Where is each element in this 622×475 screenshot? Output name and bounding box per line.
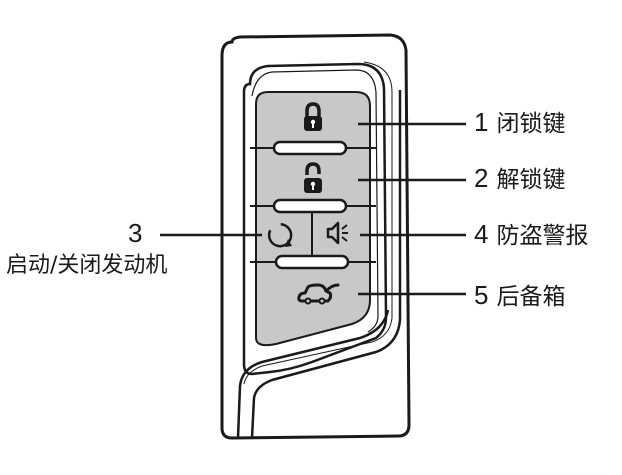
callout-4: 4 防盗警报	[474, 219, 588, 251]
callout-2: 2 解锁键	[474, 163, 565, 195]
callout-number: 5	[474, 280, 489, 310]
callout-text: 闭锁键	[496, 111, 566, 137]
callout-number: 4	[474, 219, 489, 249]
callout-3-text: 启动/关闭发动机	[6, 253, 168, 278]
callout-text: 后备箱	[496, 284, 566, 310]
callout-1: 1 闭锁键	[474, 107, 565, 139]
fob-lower-sweep	[243, 61, 393, 385]
divider-bar-3	[274, 254, 350, 270]
fob-lower-curve-outer	[236, 309, 390, 439]
callout-3-number: 3	[128, 218, 143, 248]
fob-inner-frame	[242, 62, 388, 376]
divider-bar-2	[272, 198, 348, 214]
callout-text: 防盗警报	[496, 223, 589, 249]
fob-lower-curve-inner	[250, 90, 402, 439]
callout-number: 1	[474, 107, 489, 137]
divider-bar-1	[272, 140, 348, 156]
fob-inner-frame-rim	[251, 69, 379, 333]
callout-5: 5 后备箱	[474, 280, 565, 312]
horn-speaker-icon[interactable]	[326, 221, 348, 245]
lock-closed-icon[interactable]	[304, 102, 322, 131]
lock-open-icon[interactable]	[304, 162, 322, 193]
fob-outer-shell	[220, 33, 411, 440]
callout-text: 解锁键	[496, 167, 566, 193]
power-cycle-icon[interactable]	[266, 222, 295, 251]
callout-number: 2	[474, 163, 489, 193]
car-trunk-icon[interactable]	[297, 283, 340, 305]
